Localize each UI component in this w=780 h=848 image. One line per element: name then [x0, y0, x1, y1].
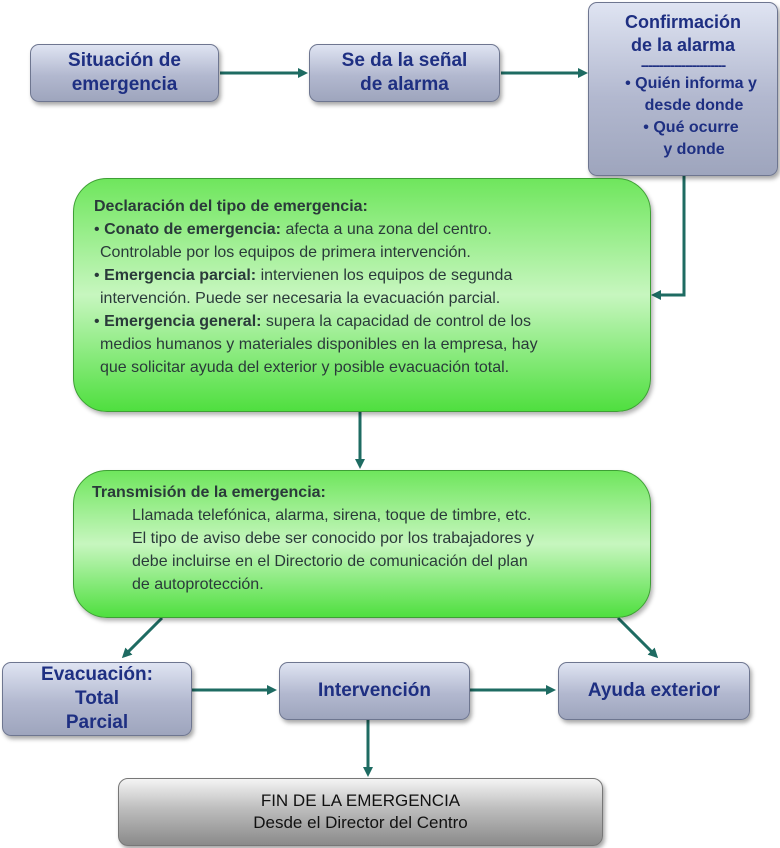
node-intervencion: Intervención	[279, 662, 470, 720]
node-ayuda-exterior: Ayuda exterior	[558, 662, 750, 720]
node-confirmacion-alarma: Confirmación de la alarma --------------…	[588, 2, 778, 176]
node-evacuacion: Evacuación: Total Parcial	[2, 662, 192, 736]
declaracion-parcial-line-1: intervienen los equipos de segunda	[260, 267, 513, 284]
bullet-icon: •	[94, 221, 100, 238]
declaracion-conato-line-2: Controlable por los equipos de primera i…	[100, 244, 471, 261]
node-declaracion-tipo-emergencia: Declaración del tipo de emergencia: • Co…	[73, 178, 651, 412]
declaracion-general-line-1: supera la capacidad de control de los	[265, 313, 531, 330]
declaracion-term-conato: Conato de emergencia:	[104, 221, 281, 238]
declaracion-item-conato: • Conato de emergencia: afecta a una zon…	[94, 218, 636, 241]
ayuda-label: Ayuda exterior	[587, 680, 721, 701]
declaracion-title: Declaración del tipo de emergencia:	[94, 198, 368, 215]
confirmacion-item-2: • Qué ocurre	[627, 117, 738, 139]
evacuacion-line-2: Total	[75, 688, 119, 709]
fin-line-2: Desde el Director del Centro	[253, 813, 468, 832]
node-senal-line-2: de alarma	[360, 74, 449, 95]
confirmacion-item-1-line-1: Quién informa y	[635, 75, 757, 92]
bullet-icon: •	[643, 119, 649, 136]
confirmacion-item-2-cont: y donde	[641, 139, 724, 161]
intervencion-label: Intervención	[318, 680, 431, 701]
arrow-transmision-to-evacuacion	[121, 616, 164, 659]
transmision-line-2: El tipo de aviso debe ser conocido por l…	[132, 530, 535, 547]
bullet-icon: •	[625, 75, 631, 92]
declaracion-item-general: • Emergencia general: supera la capacida…	[94, 310, 636, 333]
arrow-transmision-to-ayuda	[616, 616, 659, 659]
arrow-confirmacion-to-declaracion	[651, 176, 686, 300]
declaracion-conato-line-1: afecta a una zona del centro.	[285, 221, 492, 238]
confirmacion-title-line-2: de la alarma	[630, 35, 736, 55]
transmision-title: Transmisión de la emergencia:	[92, 484, 326, 501]
confirmacion-title-line-1: Confirmación	[624, 12, 741, 32]
confirmacion-item-2-line-2: y donde	[663, 141, 725, 158]
node-senal-alarma: Se da la señal de alarma	[309, 44, 500, 102]
bullet-icon: •	[94, 313, 100, 330]
declaracion-term-parcial: Emergencia parcial:	[104, 267, 257, 284]
node-situacion-line-2: emergencia	[71, 74, 178, 95]
confirmacion-item-1: • Quién informa y	[609, 73, 757, 95]
declaracion-term-general: Emergencia general:	[104, 313, 262, 330]
declaracion-general-line-3: que solicitar ayuda del exterior y posib…	[100, 359, 510, 376]
bullet-icon: •	[94, 267, 100, 284]
declaracion-general-line-2: medios humanos y materiales disponibles …	[100, 336, 538, 353]
node-situacion-emergencia: Situación de emergencia	[30, 44, 219, 102]
confirmacion-item-2-line-1: Qué ocurre	[653, 119, 739, 136]
transmision-line-1: Llamada telefónica, alarma, sirena, toqu…	[132, 507, 532, 524]
confirmacion-item-1-cont: desde donde	[623, 95, 744, 117]
node-senal-line-1: Se da la señal	[341, 50, 468, 71]
evacuacion-line-1: Evacuación:	[41, 664, 153, 685]
node-transmision-emergencia: Transmisión de la emergencia: Llamada te…	[73, 470, 651, 618]
node-fin-emergencia: FIN DE LA EMERGENCIA Desde el Director d…	[118, 778, 603, 846]
confirmacion-item-1-line-2: desde donde	[644, 97, 744, 114]
confirmacion-separator: -----------------------	[640, 57, 726, 73]
fin-line-1: FIN DE LA EMERGENCIA	[260, 791, 461, 810]
evacuacion-line-3: Parcial	[65, 712, 129, 733]
transmision-line-4: de autoprotección.	[132, 576, 264, 593]
node-situacion-line-1: Situación de	[68, 50, 181, 71]
declaracion-item-parcial: • Emergencia parcial: intervienen los eq…	[94, 264, 636, 287]
transmision-line-3: debe incluirse en el Directorio de comun…	[132, 553, 528, 570]
declaracion-parcial-line-2: intervención. Puede ser necesaria la eva…	[100, 290, 501, 307]
